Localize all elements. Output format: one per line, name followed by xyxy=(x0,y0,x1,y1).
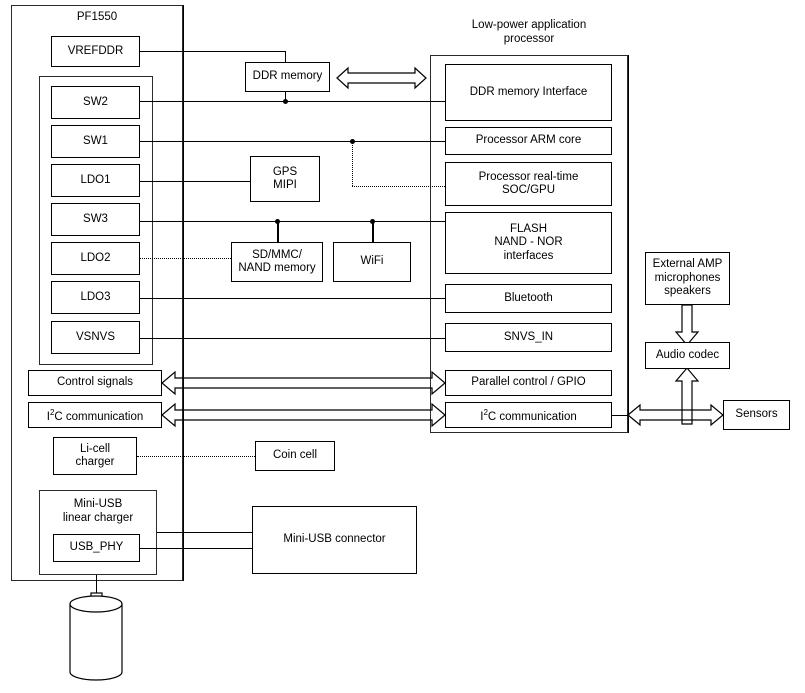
pmic-rail-sw3[interactable]: SW3 xyxy=(51,203,140,236)
processor-real-time-soc-gpu[interactable]: Processor real-time SOC/GPU xyxy=(445,162,612,206)
processor-snvs-in[interactable]: SNVS_IN xyxy=(445,323,612,352)
processor-i2c-label: I2C communication xyxy=(480,407,577,423)
pmic-regulator-group xyxy=(39,76,153,365)
line-sw1-rail xyxy=(140,141,445,142)
line-vsnvs-rail xyxy=(140,338,445,339)
line-ldo1-to-gps xyxy=(140,181,250,182)
line-sw3-to-sdmmc xyxy=(277,221,279,242)
line-ldo3-rail xyxy=(140,298,445,299)
junction-sw1-socgpu xyxy=(350,139,355,144)
processor-parallel-control-gpio[interactable]: Parallel control / GPIO xyxy=(445,370,612,396)
pmic-mini-usb-linear-charger[interactable]: Mini-USB linear charger xyxy=(62,498,134,524)
junction-sw3-wifi xyxy=(370,219,375,224)
block-arrow-bus-to-sensors xyxy=(627,403,724,427)
pmic-rail-ldo2[interactable]: LDO2 xyxy=(51,242,140,275)
application-processor-title: Low-power application processor xyxy=(471,19,587,45)
pmic-i2c-communication[interactable]: I2C communication xyxy=(28,402,162,428)
line-vrefddr-to-ddr xyxy=(140,51,285,52)
pmic-rail-ldo1[interactable]: LDO1 xyxy=(51,164,140,197)
line-ddr-drop-to-sw2rail xyxy=(285,92,286,101)
processor-i2c-communication[interactable]: I2C communication xyxy=(445,402,612,428)
line-sw3-rail xyxy=(140,221,445,222)
pf1550-container xyxy=(11,5,183,581)
block-arrow-i2c-pmic-processor xyxy=(161,402,446,428)
pmic-usb-phy[interactable]: USB_PHY xyxy=(53,534,140,562)
external-coin-cell[interactable]: Coin cell xyxy=(255,441,335,471)
block-arrow-control-signals xyxy=(161,370,446,396)
pmic-rail-ldo3[interactable]: LDO3 xyxy=(51,281,140,314)
pmic-rail-vsnvs[interactable]: VSNVS xyxy=(51,321,140,354)
external-mini-usb-connector[interactable]: Mini-USB connector xyxy=(252,506,417,574)
block-arrow-bus-to-codec xyxy=(674,367,700,425)
external-ddr-memory[interactable]: DDR memory xyxy=(245,62,330,92)
junction-ddr-sw2 xyxy=(283,99,288,104)
line-processor-i2c-to-rightbus xyxy=(612,415,628,416)
application-processor-container xyxy=(430,55,628,433)
line-usbphy-to-connector-b xyxy=(140,548,252,549)
block-arrow-ddr-bidirectional xyxy=(336,66,427,90)
battery-cell xyxy=(69,592,123,681)
dotline-licell-to-coincell xyxy=(137,456,255,457)
junction-sw3-sdmmc xyxy=(275,219,280,224)
mini-usb-charger-group xyxy=(39,490,157,575)
external-sd-mmc-nand-memory[interactable]: SD/MMC/ NAND memory xyxy=(231,242,323,282)
pmic-i2c-label: I2C communication xyxy=(46,407,144,423)
line-sw3-to-wifi xyxy=(372,221,374,242)
pmic-rail-vrefddr[interactable]: VREFDDR xyxy=(51,36,140,67)
sensors[interactable]: Sensors xyxy=(723,400,790,430)
pmic-rail-sw2[interactable]: SW2 xyxy=(51,86,140,119)
dotline-sw1-to-socgpu xyxy=(352,186,445,187)
external-wifi[interactable]: WiFi xyxy=(333,242,411,282)
pmic-li-cell-charger[interactable]: Li-cell charger xyxy=(53,437,137,475)
line-pmic-right-edge-bus xyxy=(183,5,184,581)
dotline-sw1-drop xyxy=(352,142,353,186)
line-vrefddr-drop xyxy=(285,51,286,62)
pmic-control-signals[interactable]: Control signals xyxy=(28,370,162,396)
line-processor-right-bus xyxy=(628,55,629,433)
audio-codec[interactable]: Audio codec xyxy=(645,342,730,369)
processor-ddr-memory-interface[interactable]: DDR memory Interface xyxy=(445,64,612,121)
external-gps-mipi[interactable]: GPS MIPI xyxy=(250,156,320,202)
dotline-ldo2-to-sdmmc xyxy=(140,258,233,259)
external-amp-microphones-speakers[interactable]: External AMP microphones speakers xyxy=(645,252,730,305)
block-arrow-amp-to-codec xyxy=(674,304,700,346)
processor-flash-nand-nor-interfaces[interactable]: FLASH NAND - NOR interfaces xyxy=(445,212,612,274)
line-sw2-rail xyxy=(140,101,445,102)
pf1550-title: PF1550 xyxy=(76,11,118,23)
pmic-rail-sw1[interactable]: SW1 xyxy=(51,125,140,158)
processor-arm-core[interactable]: Processor ARM core xyxy=(445,127,612,155)
line-charger-to-battery xyxy=(96,575,97,598)
processor-bluetooth[interactable]: Bluetooth xyxy=(445,284,612,313)
line-usbcharger-to-connector-a xyxy=(157,532,252,533)
